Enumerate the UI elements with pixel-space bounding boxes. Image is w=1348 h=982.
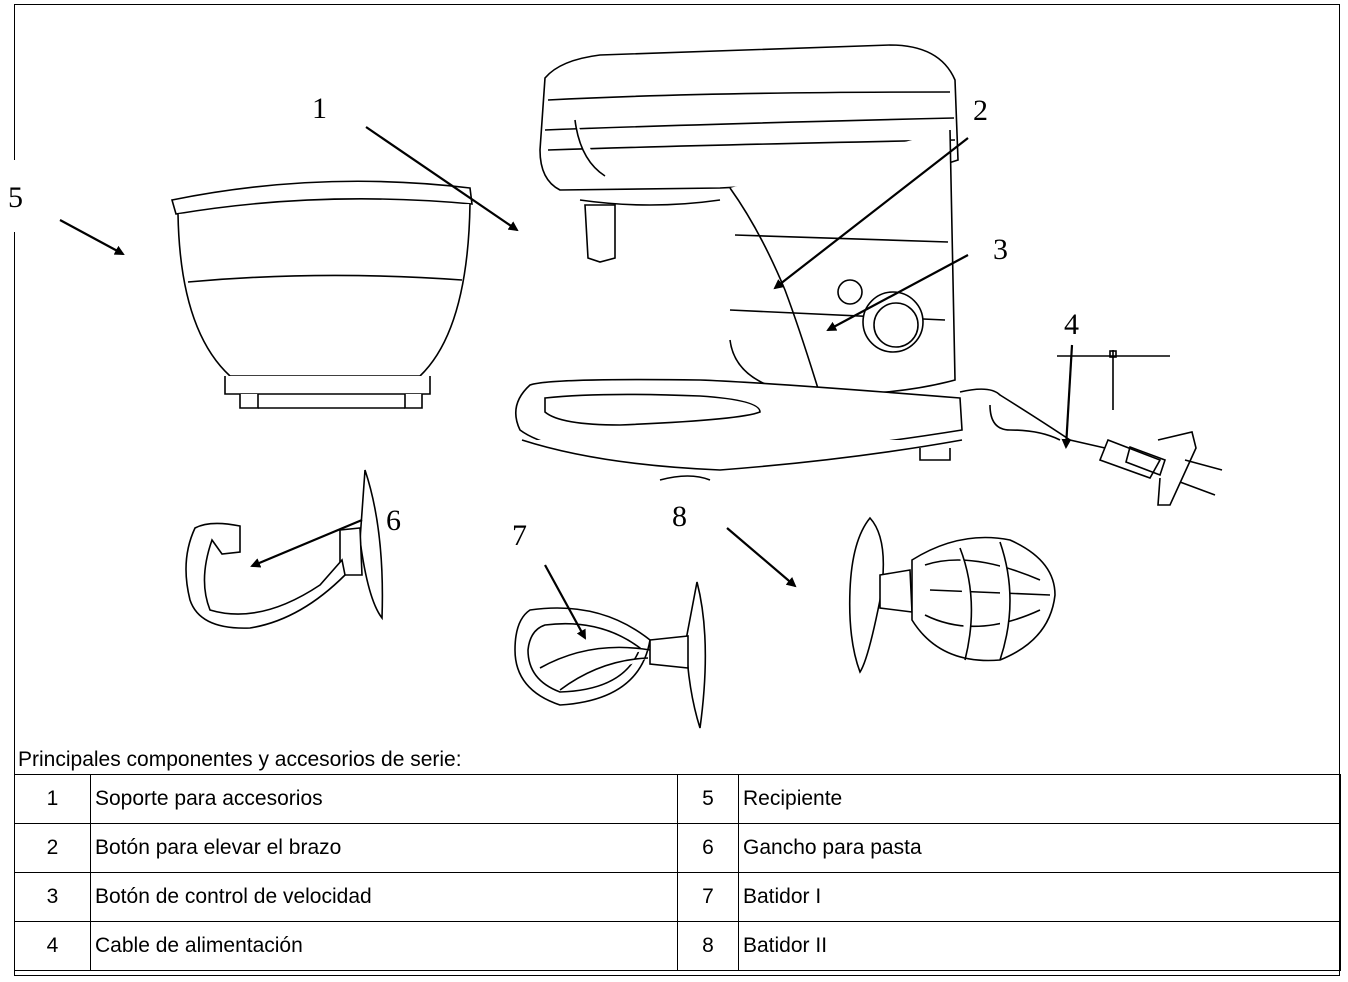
callout-number-6: 6 — [386, 504, 401, 537]
diagram-frame — [14, 4, 1340, 976]
part-number: 1 — [14, 774, 91, 824]
table-row: 3 Botón de control de velocidad 7 Batido… — [14, 872, 1341, 922]
callout-number-8: 8 — [672, 500, 687, 533]
part-number: 4 — [14, 921, 91, 971]
table-row: 2 Botón para elevar el brazo 6 Gancho pa… — [14, 823, 1341, 873]
callout-arrows — [59, 126, 1074, 640]
arrow-2 — [773, 137, 969, 290]
arrow-5 — [59, 219, 125, 255]
table-row: 1 Soporte para accesorios 5 Recipiente — [14, 774, 1341, 824]
part-name: Botón de control de velocidad — [90, 872, 678, 922]
part-number: 6 — [677, 823, 739, 873]
part-name: Recipiente — [738, 774, 1341, 824]
parts-table: 1 Soporte para accesorios 5 Recipiente 2… — [14, 774, 1341, 971]
part-number: 8 — [677, 921, 739, 971]
part-number: 3 — [14, 872, 91, 922]
part-name: Botón para elevar el brazo — [90, 823, 678, 873]
bowl-drawing — [170, 180, 473, 409]
arrow-7 — [544, 564, 586, 640]
part-name: Cable de alimentación — [90, 921, 678, 971]
callout-number-4: 4 — [1064, 308, 1079, 341]
part-number: 7 — [677, 872, 739, 922]
flat-beater-drawing — [514, 581, 707, 729]
table-row: 4 Cable de alimentación 8 Batidor II — [14, 921, 1341, 971]
part-name: Gancho para pasta — [738, 823, 1341, 873]
mixer-body-drawing — [514, 44, 963, 481]
part-name: Batidor I — [738, 872, 1341, 922]
arrow-1 — [365, 126, 519, 232]
callout-number-5: 5 — [8, 181, 23, 214]
part-name: Batidor II — [738, 921, 1341, 971]
whisk-drawing — [848, 516, 1056, 674]
callout-number-2: 2 — [973, 94, 988, 127]
arrow-8 — [726, 527, 797, 588]
arrow-4 — [1061, 344, 1074, 449]
dough-hook-drawing — [185, 469, 384, 629]
power-cord-drawing — [959, 350, 1223, 506]
arrow-6 — [250, 518, 363, 568]
callout-number-3: 3 — [993, 233, 1008, 266]
part-name: Soporte para accesorios — [90, 774, 678, 824]
callout-number-1: 1 — [312, 92, 327, 125]
callout-number-7: 7 — [512, 519, 527, 552]
mixer-illustration — [59, 44, 1223, 729]
parts-caption: Principales componentes y accesorios de … — [18, 748, 462, 771]
part-number: 5 — [677, 774, 739, 824]
arrow-3 — [826, 254, 969, 331]
part-number: 2 — [14, 823, 91, 873]
